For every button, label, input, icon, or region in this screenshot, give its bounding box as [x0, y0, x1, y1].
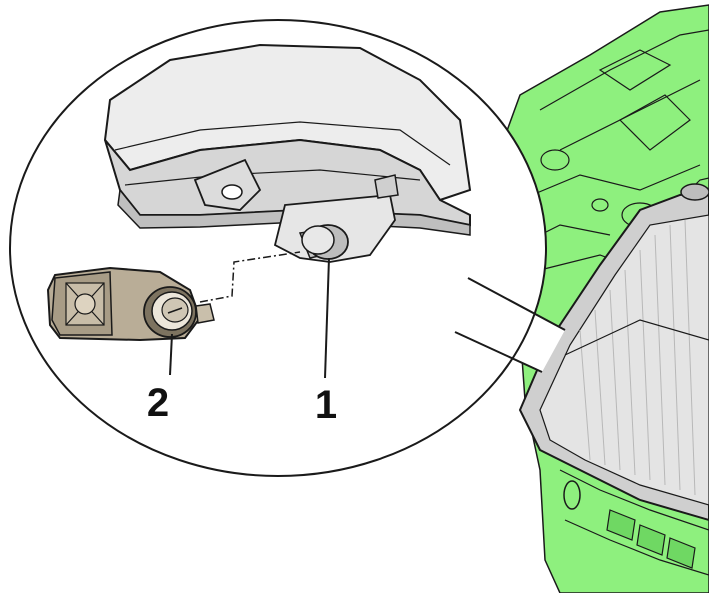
callout-label-2: 2	[147, 381, 169, 425]
alignment-line	[199, 251, 301, 303]
leader-line-2	[169, 333, 173, 376]
leader-line-1	[324, 257, 330, 379]
upper-component	[103, 43, 472, 263]
gray-housing	[518, 183, 709, 522]
leader-lines	[169, 257, 330, 379]
connector-component-2	[46, 266, 215, 342]
callout-label-1: 1	[315, 383, 337, 427]
